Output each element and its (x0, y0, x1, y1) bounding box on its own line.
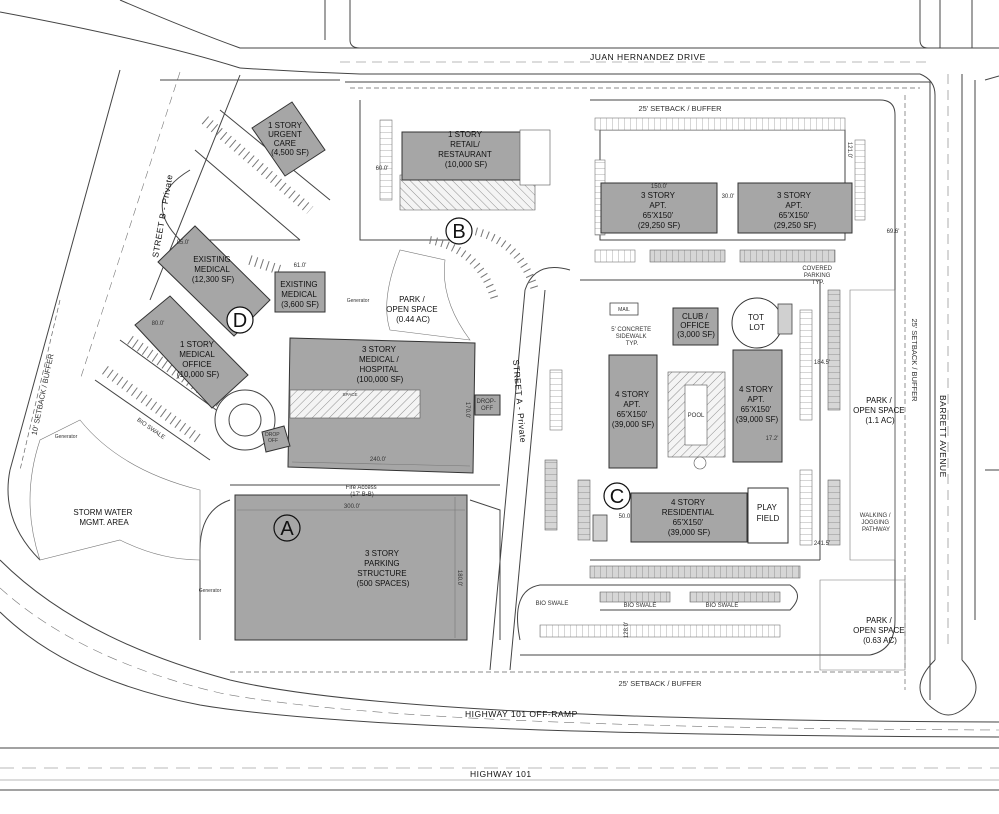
setback-left: 10' SETBACK / BUFFER (30, 352, 56, 436)
dim-121: 121.0' (846, 142, 852, 158)
dim-hospital-width: 240.0' (370, 457, 386, 463)
apt-nw-label: 3 STORY APT. 65'X150' (29,250 SF) (638, 191, 681, 230)
street-b-label: STREET B - Private (150, 173, 175, 258)
existing-medical-2-label: EXISTING MEDICAL (3,600 SF) (280, 280, 320, 309)
building-labels: 1 STORY URGENT CARE (4,500 SF) 1 STORY R… (177, 121, 817, 588)
dim-69: 69.6' (887, 229, 900, 235)
apt-w-label: 4 STORY APT. 65'X150' (39,000 SF) (612, 390, 655, 429)
mail-label: MAIL (618, 307, 630, 313)
parking-structure-label: 3 STORY PARKING STRUCTURE (500 SPACES) (357, 549, 410, 588)
open-spaces (29, 249, 906, 671)
open-space-labels: PARK / OPEN SPACE (0.44 AC) PARK / OPEN … (73, 295, 907, 645)
dimension-labels: 300.0' 180.0' 240.0' 170.0' SPACE 85.0' … (152, 142, 900, 638)
existing-medical-1-label: EXISTING MEDICAL (12,300 SF) (192, 255, 235, 284)
club-label: CLUB / OFFICE (3,000 SF) (677, 312, 715, 339)
svg-text:B: B (452, 221, 465, 243)
dim-hospital-bridge: SPACE (343, 392, 358, 397)
apt-e-label: 4 STORY APT. 65'X150' (39,000 SF) (736, 385, 779, 424)
dim-61: 61.0' (294, 263, 307, 269)
generator-3: Generator (199, 588, 222, 594)
dim-garage-width: 300.0' (344, 504, 360, 510)
setback-bottom: 25' SETBACK / BUFFER (618, 679, 702, 688)
urgent-care-label: 1 STORY URGENT CARE (4,500 SF) (268, 121, 309, 157)
sidewalk-label: 5' CONCRETE SIDEWALK TYP. (611, 327, 653, 347)
juan-hernandez-label: JUAN HERNANDEZ DRIVE (590, 52, 706, 62)
svg-text:A: A (280, 518, 294, 540)
dim-150: 150.0' (651, 184, 667, 190)
park-east-label: PARK / OPEN SPACE (1.1 AC) (853, 396, 907, 425)
bio-swale-3: BIO SWALE (706, 603, 739, 609)
dim-17: 17.2' (766, 436, 779, 442)
setback-lines (19, 79, 931, 700)
parking-stalls (102, 116, 866, 638)
storm-water-label: STORM WATER MGMT. AREA (73, 508, 134, 527)
dim-85: 85.0' (177, 240, 190, 246)
phase-a-marker: A (273, 514, 301, 542)
dim-garage-height: 180.0' (456, 570, 462, 586)
phase-markers: A B C D (226, 217, 631, 542)
setback-top: 25' SETBACK / BUFFER (638, 104, 722, 113)
svg-text:D: D (233, 310, 247, 332)
medical-office-label: 1 STORY MEDICAL OFFICE (10,000 SF) (177, 340, 220, 379)
phase-d-marker: D (226, 306, 254, 334)
svg-text:C: C (610, 486, 624, 508)
dim-80: 80.0' (152, 321, 165, 327)
dim-50: 50.0' (619, 514, 632, 520)
highway-label: HIGHWAY 101 (470, 769, 532, 779)
dim-60: 60.0' (376, 166, 389, 172)
tot-lot-label: TOT LOT (748, 313, 766, 332)
setback-right: 25' SETBACK / BUFFER (910, 318, 919, 402)
park-center-label: PARK / OPEN SPACE (0.44 AC) (386, 295, 440, 324)
dim-128: 128.0' (624, 622, 630, 638)
play-field-label: PLAY FIELD (757, 503, 780, 523)
fire-access-label: Fire Access (17' B-B) (346, 485, 379, 498)
hospital-label: 3 STORY MEDICAL / HOSPITAL (100,000 SF) (357, 345, 404, 384)
residential-label: 4 STORY RESIDENTIAL 65'X150' (39,000 SF) (662, 498, 716, 537)
drop-off-1-label: DROP- OFF (476, 399, 497, 412)
buildings (134, 101, 853, 641)
generator-1: Generator (55, 434, 78, 440)
bio-swale-1: BIO SWALE (536, 601, 569, 607)
park-se-label: PARK / OPEN SPACE (0.63 AC) (853, 616, 907, 645)
dim-30: 30.0' (722, 194, 735, 200)
off-ramp-label: HIGHWAY 101 OFF-RAMP (465, 709, 578, 719)
bio-swale-4: BIO SWALE (135, 417, 165, 441)
drop-off-2-label: DROP OFF (265, 432, 281, 444)
dim-241: 241.5' (814, 541, 830, 547)
phase-b-marker: B (445, 217, 473, 245)
apt-ne-label: 3 STORY APT. 65'X150' (29,250 SF) (774, 191, 817, 230)
barrett-label: BARRETT AVENUE (938, 395, 948, 478)
retail-label: 1 STORY RETAIL/ RESTAURANT (10,000 SF) (438, 130, 494, 169)
pool-label: POOL (688, 413, 705, 419)
walking-label: WALKING / JOGGING PATHWAY (860, 513, 892, 533)
covered-label: COVERED PARKING TYP. (802, 266, 833, 286)
bio-swale-2: BIO SWALE (624, 603, 657, 609)
phase-c-marker: C (603, 482, 631, 510)
dim-hospital-height: 170.0' (464, 402, 470, 418)
street-a-label: STREET A - Private (511, 359, 528, 443)
roads (0, 0, 999, 791)
dim-184: 184.5' (814, 360, 830, 366)
generator-2: Generator (347, 298, 370, 304)
